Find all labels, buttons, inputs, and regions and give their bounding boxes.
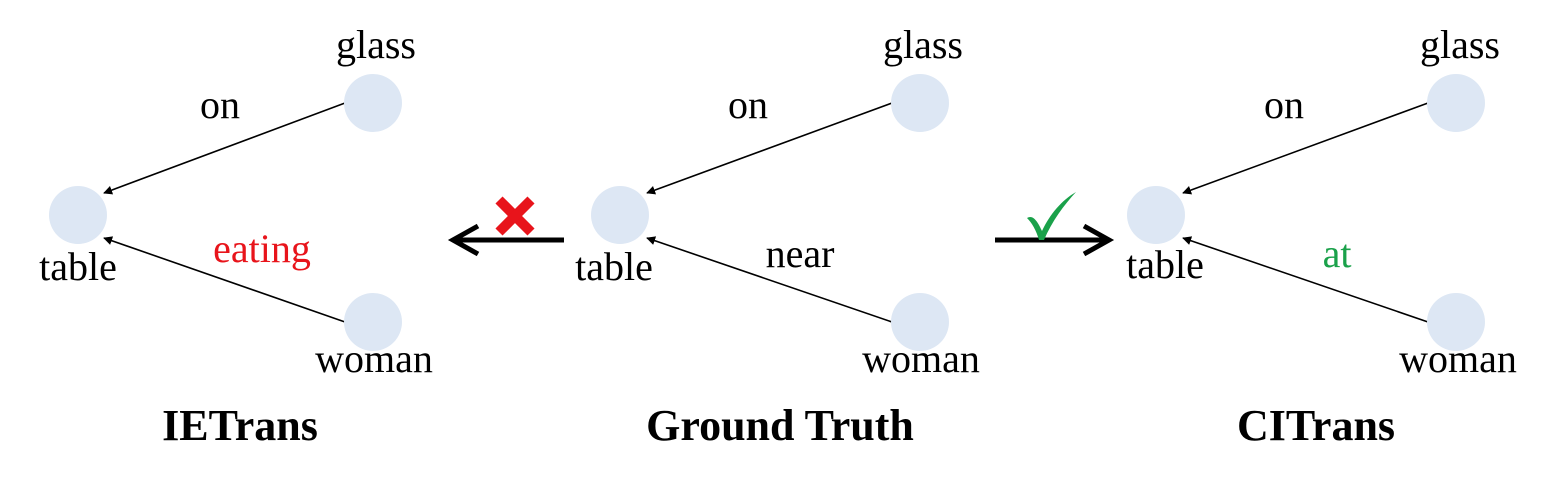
edge-label-predicted: eating <box>213 226 311 271</box>
node-table <box>591 186 649 244</box>
panel-citrans: glass table woman on at CITrans <box>1126 22 1517 450</box>
edge-glass-to-table <box>1182 102 1429 195</box>
edge-glass-to-table <box>103 102 346 195</box>
node-woman <box>344 293 402 351</box>
node-label-table: table <box>39 244 117 289</box>
panel-title: CITrans <box>1237 401 1395 450</box>
node-glass <box>344 74 402 132</box>
arrow-head <box>1082 223 1115 257</box>
node-label-woman: woman <box>862 336 980 381</box>
panel-title: IETrans <box>162 401 318 450</box>
node-label-glass: glass <box>336 22 416 67</box>
node-glass <box>891 74 949 132</box>
node-woman <box>1427 293 1485 351</box>
node-glass <box>1427 74 1485 132</box>
transition-right-arrow <box>995 192 1115 257</box>
panel-ietrans: glass table woman on eating IETrans <box>39 22 433 450</box>
node-label-woman: woman <box>315 336 433 381</box>
edge-glass-to-table <box>646 102 893 195</box>
transition-left-arrow <box>447 196 564 257</box>
edge-woman-to-table <box>646 236 893 323</box>
edge-label-on: on <box>728 82 768 127</box>
panel-title: Ground Truth <box>646 401 914 450</box>
edge-label-on: on <box>1264 82 1304 127</box>
node-label-glass: glass <box>883 22 963 67</box>
check-icon <box>1027 192 1076 240</box>
node-table <box>1127 186 1185 244</box>
node-label-table: table <box>575 244 653 289</box>
panel-ground-truth: glass table woman on near Ground Truth <box>575 22 980 450</box>
edge-label-ground-truth: near <box>766 231 835 276</box>
edge-woman-to-table <box>1182 236 1429 323</box>
node-woman <box>891 293 949 351</box>
edge-woman-to-table <box>103 236 346 323</box>
node-table <box>49 186 107 244</box>
arrow-head <box>447 223 480 257</box>
node-label-table: table <box>1126 242 1204 287</box>
node-label-woman: woman <box>1399 336 1517 381</box>
node-label-glass: glass <box>1420 22 1500 67</box>
edge-label-on: on <box>200 82 240 127</box>
edge-label-predicted: at <box>1323 231 1352 276</box>
cross-icon <box>495 196 535 236</box>
